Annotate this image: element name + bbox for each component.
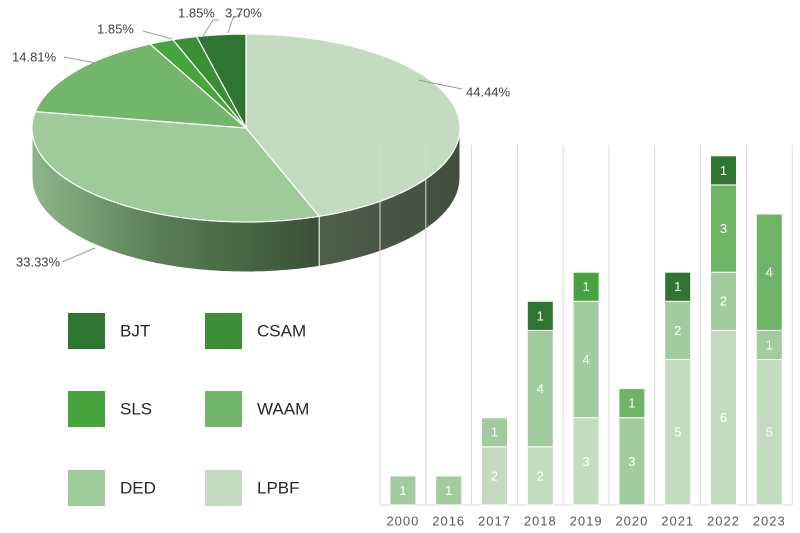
bar-2018-bjt bbox=[526, 300, 554, 331]
x-tick-2016: 2016 bbox=[432, 513, 465, 528]
bar-2021-lpbf bbox=[664, 359, 692, 506]
bar-2022-bjt bbox=[710, 155, 737, 186]
bar-2017-lpbf bbox=[481, 446, 508, 506]
x-tick-2000: 2000 bbox=[386, 513, 419, 528]
bar-value-2023-lpbf: 5 bbox=[766, 425, 773, 440]
x-tick-2020: 2020 bbox=[615, 513, 648, 528]
legend-label-ded: DED bbox=[120, 478, 156, 497]
bar-2018-ded bbox=[526, 329, 554, 448]
legend-swatch-ded bbox=[68, 470, 105, 506]
x-tick-2023: 2023 bbox=[753, 513, 786, 528]
bar-value-2000-ded: 1 bbox=[399, 483, 406, 498]
bar-value-2018-bjt: 1 bbox=[537, 308, 544, 323]
pie-leader-lpbf bbox=[417, 79, 463, 90]
bar-value-2022-waam: 3 bbox=[720, 221, 727, 236]
bar-2023-lpbf bbox=[755, 359, 783, 506]
legend-label-csam: CSAM bbox=[257, 321, 306, 340]
legend-swatch-csam bbox=[205, 313, 242, 349]
pie-leader-sls bbox=[142, 30, 173, 40]
bar-value-2021-ded: 2 bbox=[674, 323, 681, 338]
bar-value-2023-waam: 4 bbox=[766, 265, 773, 280]
x-tick-2018: 2018 bbox=[524, 513, 557, 528]
pie-leader-ded bbox=[61, 247, 96, 263]
pie-slice-ded bbox=[31, 110, 321, 223]
pie-slice-waam bbox=[34, 43, 248, 129]
pie-label-sls: 1.85% bbox=[97, 21, 134, 36]
bar-value-2019-lpbf: 3 bbox=[582, 454, 589, 469]
stacked-bar-chart: 1 2000 1 2016 2 1 2017 2 4 1 2018 3 4 1 2019 3 1 2020 5 2 1 2… bbox=[379, 145, 793, 528]
legend-swatch-waam bbox=[205, 391, 242, 427]
bar-2022-lpbf bbox=[710, 329, 737, 506]
x-tick-2017: 2017 bbox=[478, 513, 511, 528]
pie-label-lpbf: 44.44% bbox=[466, 84, 511, 99]
pie-chart bbox=[31, 33, 461, 273]
bar-2000-ded bbox=[389, 475, 417, 506]
x-tick-2019: 2019 bbox=[570, 513, 603, 528]
bar-value-2018-ded: 4 bbox=[537, 381, 544, 396]
bar-value-2016-ded: 1 bbox=[445, 483, 452, 498]
pie-label-bjt: 3.70% bbox=[225, 5, 262, 20]
bar-value-2020-ded: 3 bbox=[628, 454, 635, 469]
bar-value-2020-waam: 1 bbox=[628, 396, 635, 411]
bar-2017-ded bbox=[481, 417, 508, 448]
bar-2019-lpbf bbox=[572, 417, 600, 506]
bar-2023-waam bbox=[755, 213, 783, 331]
pie-label-ded: 33.33% bbox=[16, 254, 61, 269]
bar-value-2017-lpbf: 2 bbox=[491, 468, 498, 483]
bar-value-2023-ded: 1 bbox=[766, 337, 773, 352]
bar-value-2017-ded: 1 bbox=[491, 425, 498, 440]
bar-2019-sls bbox=[572, 271, 600, 302]
legend-label-waam: WAAM bbox=[257, 399, 309, 418]
bar-2022-waam bbox=[710, 184, 737, 273]
legend: BJT CSAM SLS WAAM DED LPBF bbox=[68, 313, 309, 506]
legend-swatch-bjt bbox=[68, 313, 105, 349]
legend-label-sls: SLS bbox=[120, 399, 152, 418]
pie-data-labels: 44.44% 33.33% 14.81% 1.85% 1.85% 3.70% bbox=[12, 5, 511, 269]
bar-2021-ded bbox=[664, 300, 692, 360]
legend-label-bjt: BJT bbox=[120, 321, 150, 340]
bar-value-2019-sls: 1 bbox=[582, 279, 589, 294]
bar-value-2021-lpbf: 5 bbox=[674, 425, 681, 440]
bar-value-2019-ded: 4 bbox=[582, 352, 589, 367]
bar-2016-ded bbox=[435, 475, 463, 506]
legend-swatch-lpbf bbox=[205, 470, 242, 506]
x-tick-2021: 2021 bbox=[661, 513, 694, 528]
bar-2018-lpbf bbox=[526, 446, 554, 506]
legend-label-lpbf: LPBF bbox=[257, 478, 300, 497]
bar-value-2022-ded: 2 bbox=[720, 294, 727, 309]
pie-label-csam: 1.85% bbox=[178, 5, 215, 20]
pie-leader-csam bbox=[202, 19, 219, 37]
x-tick-2022: 2022 bbox=[707, 513, 740, 528]
bar-value-2022-bjt: 1 bbox=[720, 163, 727, 178]
bar-2022-ded bbox=[710, 271, 737, 331]
pie-label-waam: 14.81% bbox=[12, 49, 57, 64]
bar-value-2018-lpbf: 2 bbox=[537, 468, 544, 483]
bar-value-2021-bjt: 1 bbox=[674, 279, 681, 294]
legend-swatch-sls bbox=[68, 391, 105, 427]
pie-slice-bjt bbox=[195, 33, 247, 129]
pie-leader-bjt bbox=[227, 13, 243, 34]
pie-leader-waam bbox=[63, 56, 97, 64]
bar-2021-bjt bbox=[664, 271, 692, 302]
bar-2020-waam bbox=[618, 388, 646, 419]
bar-value-2022-lpbf: 6 bbox=[720, 410, 727, 425]
pie-slice-lpbf bbox=[245, 33, 461, 217]
